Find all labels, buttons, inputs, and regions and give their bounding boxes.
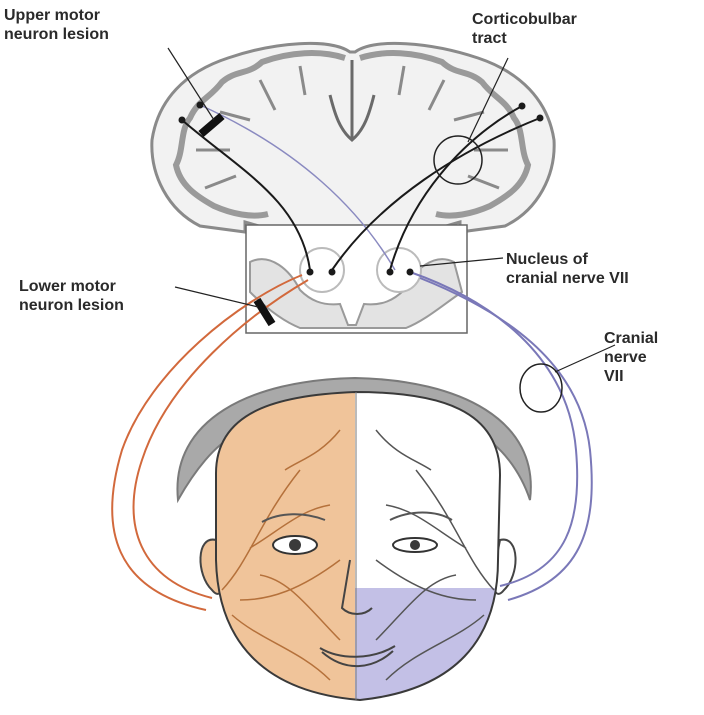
corticobulbar-tract-label: Corticobulbar tract bbox=[472, 10, 577, 48]
upper-motor-label-line-2: neuron lesion bbox=[4, 25, 109, 44]
cranial-nerve-label: Cranial nerve VII bbox=[604, 329, 658, 386]
cranial-nerve-label-line-3: VII bbox=[604, 367, 658, 386]
cranial-nerve-label-line-2: nerve bbox=[604, 348, 658, 367]
lower-motor-label-line-1: Lower motor bbox=[19, 277, 124, 296]
neuron-cell-body-1 bbox=[179, 117, 186, 124]
nucleus-cell-2 bbox=[329, 269, 336, 276]
lower-right-face-region bbox=[355, 588, 515, 710]
nucleus-label: Nucleus of cranial nerve VII bbox=[506, 250, 629, 288]
lower-motor-label-line-2: neuron lesion bbox=[19, 296, 124, 315]
brainstem-inset bbox=[246, 225, 467, 333]
brain-coronal-section bbox=[152, 43, 554, 238]
corticobulbar-label-line-1: Corticobulbar bbox=[472, 10, 577, 29]
neuron-cell-body-3 bbox=[537, 115, 544, 122]
nucleus-cell-1 bbox=[307, 269, 314, 276]
upper-motor-label-line-1: Upper motor bbox=[4, 6, 109, 25]
left-iris bbox=[289, 539, 301, 551]
nucleus-right bbox=[377, 248, 421, 292]
cranial-nerve-label-line-1: Cranial bbox=[604, 329, 658, 348]
lower-motor-neuron-lesion-label: Lower motor neuron lesion bbox=[19, 277, 124, 315]
face-illustration bbox=[177, 378, 530, 710]
nucleus-cell-3 bbox=[387, 269, 394, 276]
nucleus-label-line-2: cranial nerve VII bbox=[506, 269, 629, 288]
nucleus-cell-4 bbox=[407, 269, 414, 276]
right-iris bbox=[410, 540, 420, 550]
neuron-cell-body-4 bbox=[519, 103, 526, 110]
upper-motor-neuron-lesion-label: Upper motor neuron lesion bbox=[4, 6, 109, 44]
upper-right-face-region bbox=[355, 380, 515, 588]
nucleus-label-line-1: Nucleus of bbox=[506, 250, 629, 269]
corticobulbar-label-line-2: tract bbox=[472, 29, 577, 48]
